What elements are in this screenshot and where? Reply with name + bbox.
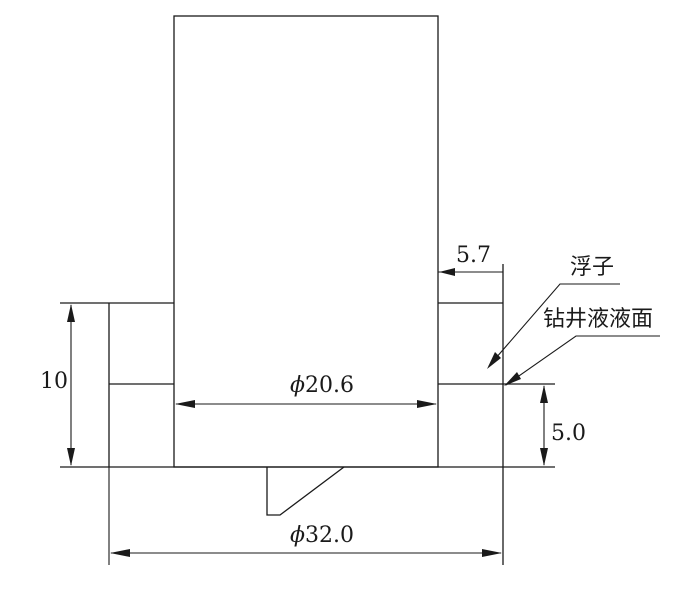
dim-gap-arrow: [439, 268, 455, 276]
dim-inner-arrow-left: [175, 400, 195, 408]
dim-height-arrow-bottom: [67, 448, 75, 466]
fluid-surface-label: 钻井液液面: [543, 307, 653, 332]
dim-outer-arrow-left: [110, 549, 130, 557]
dim-inner-arrow-right: [417, 400, 437, 408]
dim-height-label: 10: [40, 369, 68, 394]
fluid-leader: [505, 335, 660, 386]
dim-level-arrow-top: [540, 385, 548, 403]
float-body: [173, 15, 439, 468]
float-leader-arrow: [487, 352, 501, 369]
float-leader: [488, 283, 620, 367]
fluid-leader-arrow: [504, 372, 521, 386]
keel: [266, 466, 345, 516]
float-label: 浮子: [570, 255, 614, 280]
dim-gap-label: 5.7: [456, 243, 491, 268]
dim-outer-arrow-right: [482, 549, 502, 557]
dim-outer-label: ϕ32.0: [290, 523, 354, 548]
dim-inner-label: ϕ20.6: [290, 373, 354, 398]
dim-level-arrow-bottom: [540, 448, 548, 466]
dim-height-arrow-top: [67, 304, 75, 322]
dim-level-label: 5.0: [551, 421, 586, 446]
